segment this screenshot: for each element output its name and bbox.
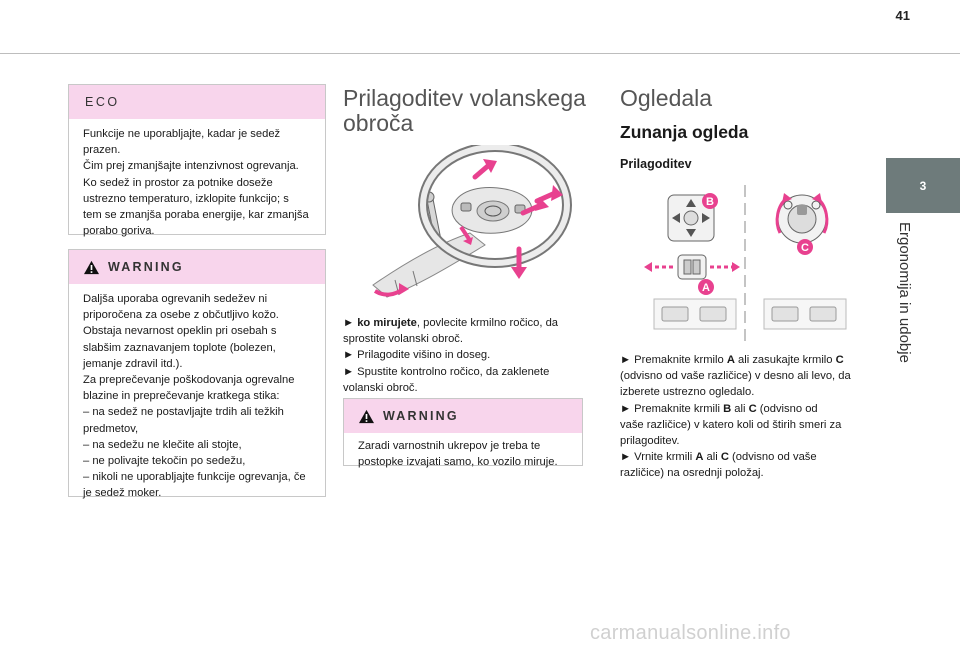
step2-post: (odvisno od bbox=[756, 402, 818, 415]
mirrors-adjust-heading: Prilagoditev bbox=[620, 157, 692, 171]
warning-box-header: WARNING bbox=[69, 250, 325, 284]
chapter-tab[interactable]: 3 bbox=[886, 158, 960, 213]
label-a: A bbox=[702, 282, 710, 294]
step3-pre: ► Vrnite krmili bbox=[620, 451, 696, 464]
step-marker: ► bbox=[343, 317, 355, 329]
step1-rest: , povlecite krmilno ročico, da bbox=[416, 317, 559, 329]
eco-box-text: Funkcije ne uporabljajte, kadar je sedež… bbox=[83, 128, 309, 238]
mirror-controls-illustration: B A C bbox=[644, 185, 847, 343]
label-b: B bbox=[706, 196, 714, 208]
steering-step-1: ► ko mirujete, povlecite krmilno ročico,… bbox=[343, 315, 583, 331]
step1-pre: ► Premaknite krmilo bbox=[620, 354, 727, 366]
step1-mid: ali zasukajte krmilo bbox=[734, 354, 836, 366]
mirror-step-2-line2: vaše različice) v katero koli od štirih … bbox=[620, 418, 842, 431]
step1-bold: ko mirujete bbox=[357, 317, 417, 329]
steering-step-2: ► Prilagodite višino in doseg. bbox=[343, 349, 491, 362]
mirror-step-3-line2: različice) na osrednji položaj. bbox=[620, 467, 764, 480]
step2-mid: ali bbox=[731, 402, 749, 415]
step2-c: C bbox=[748, 402, 757, 415]
chapter-number: 3 bbox=[919, 178, 927, 193]
steering-title-line1: Prilagoditev volanskega bbox=[343, 85, 586, 111]
step3-c: C bbox=[720, 451, 729, 464]
step2-pre: ► Premaknite krmili bbox=[620, 402, 724, 415]
mirrors-subtitle: Zunanja ogleda bbox=[620, 122, 749, 142]
warning-box-2-header: WARNING bbox=[344, 399, 582, 433]
warning-box-vehicle-stationary: WARNING Zaradi varnostnih ukrepov je tre… bbox=[343, 398, 583, 468]
chapter-title: Ergonomija in udobje bbox=[896, 222, 913, 363]
warning-box-2-text: Zaradi varnostnih ukrepov je treba te po… bbox=[358, 440, 558, 469]
warning-box-heated-seats: WARNING Daljša uporaba ogrevanih sedežev… bbox=[68, 249, 326, 499]
step1-a: A bbox=[726, 354, 735, 366]
mirror-step-1-line2: (odvisno od vaše različice) v desno ali … bbox=[620, 370, 851, 383]
step3-post: (odvisno od vaše bbox=[728, 451, 817, 464]
warning-triangle-icon bbox=[359, 409, 374, 423]
step2-b: B bbox=[723, 402, 732, 415]
steering-step-3: ► Spustite kontrolno ročico, da zaklenet… bbox=[343, 365, 550, 378]
steering-section-title: Prilagoditev volanskega obroča bbox=[343, 86, 586, 136]
warning-box-title: WARNING bbox=[108, 260, 184, 274]
warning-box-text: Daljša uporaba ogrevanih sedežev ni prip… bbox=[83, 293, 306, 500]
mirror-step-2-line3: prilagoditev. bbox=[620, 435, 680, 448]
eco-box-title: ECO bbox=[69, 85, 325, 119]
page-number: 41 bbox=[895, 8, 910, 23]
header-rule bbox=[0, 53, 960, 54]
mirror-step-1: ► Premaknite krmilo A ali zasukajte krmi… bbox=[620, 352, 865, 368]
mirror-step-3: ► Vrnite krmili A ali C (odvisno od vaše bbox=[620, 449, 865, 465]
mirror-step-1-line3: izberete ustrezno ogledalo. bbox=[620, 386, 755, 399]
step1-c: C bbox=[835, 354, 844, 366]
mirror-step-2: ► Premaknite krmili B ali C (odvisno od bbox=[620, 401, 865, 417]
eco-box: ECO Funkcije ne uporabljajte, kadar je s… bbox=[68, 84, 326, 237]
label-c: C bbox=[801, 242, 809, 254]
steering-wheel-illustration bbox=[372, 145, 572, 298]
steering-instructions: ► ko mirujete, povlecite krmilno ročico,… bbox=[343, 315, 583, 396]
step3-mid: ali bbox=[703, 451, 721, 464]
watermark: carmanualsonline.info bbox=[590, 622, 791, 644]
steering-title-line2: obroča bbox=[343, 110, 414, 136]
mirrors-section-title: Ogledala bbox=[620, 85, 713, 111]
mirror-instructions: ► Premaknite krmilo A ali zasukajte krmi… bbox=[620, 352, 865, 482]
steering-step-3-line2: volanski obroč. bbox=[343, 381, 418, 394]
warning-box-2-title: WARNING bbox=[383, 409, 459, 423]
warning-triangle-icon bbox=[84, 260, 99, 274]
steering-step-1-line2: sprostite volanski obroč. bbox=[343, 333, 464, 346]
step3-a: A bbox=[695, 451, 704, 464]
